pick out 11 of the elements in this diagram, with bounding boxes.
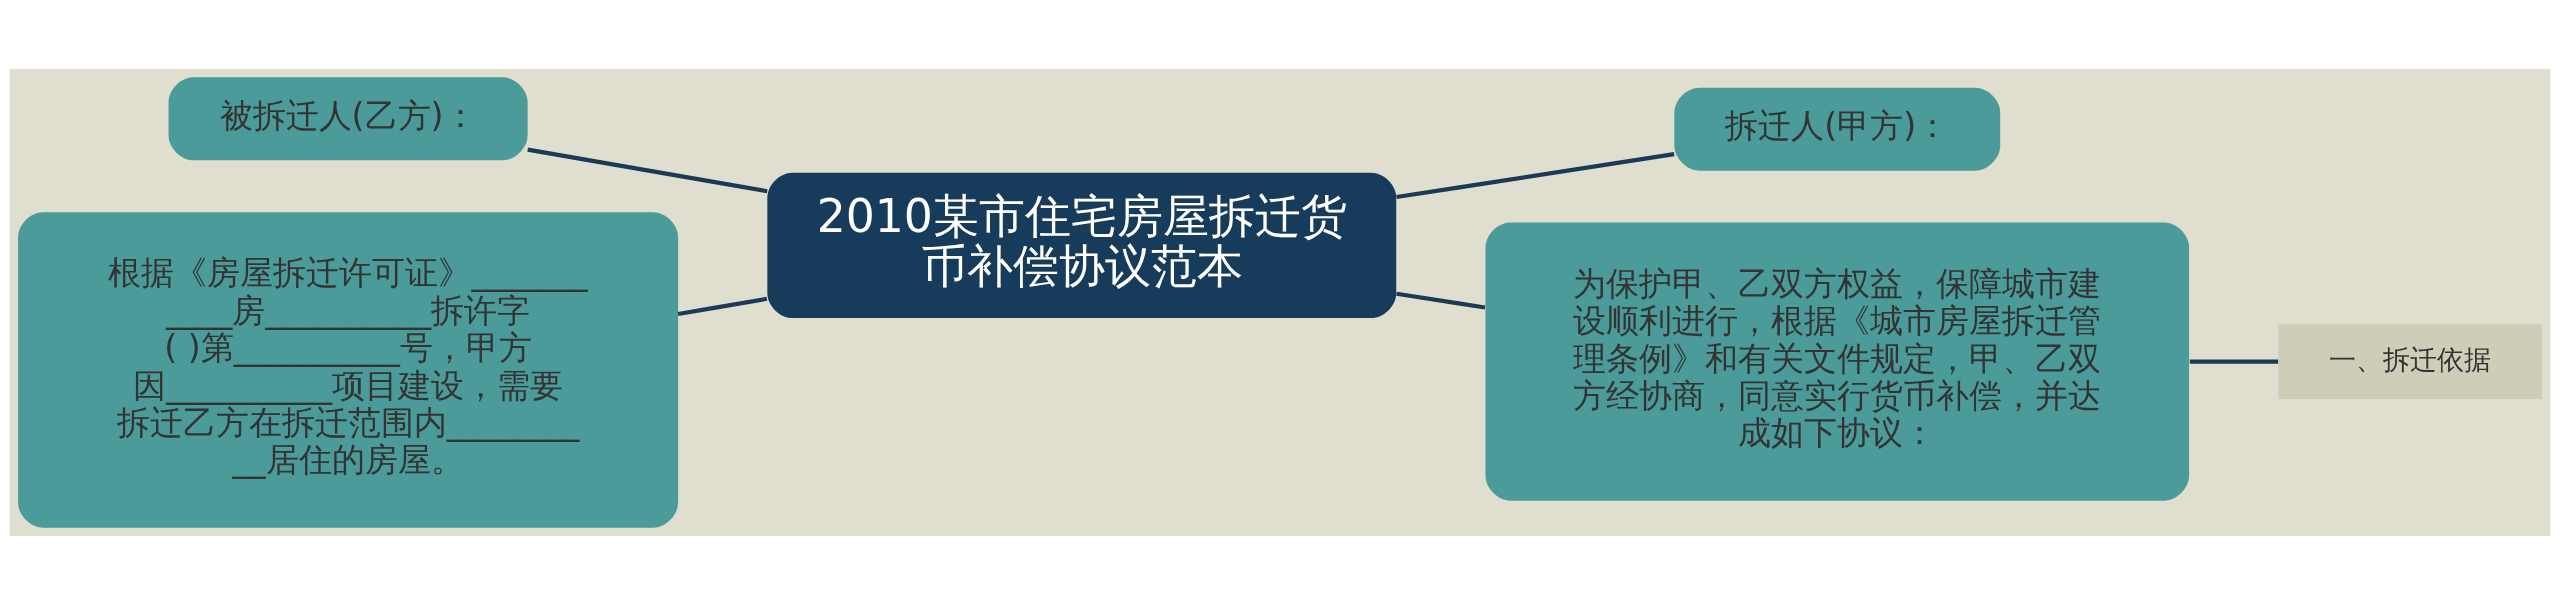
connector [677,296,768,316]
node-box: 为保护甲、乙双方权益，保障城市建设顺利进行，根据《城市房屋拆迁管理条例》和有关文件规定，甲、乙双方经协商，同意实行货币补偿，并达成如下协议： [1485,222,2190,501]
connector [1396,291,1486,310]
connector [1396,151,1675,199]
node-box: 拆迁人(甲方)： [1674,87,2001,171]
connector [527,147,768,193]
node-box: 根据《房屋拆迁许可证》___________房__________拆许字( )第__________号，甲方因__________项目建设，需要拆迁乙方在拆迁范围内__________居住的房屋。 [18,211,679,528]
node-box: 被拆迁人(乙方)： [168,76,528,160]
connector [2189,359,2279,364]
node-box: 一、拆迁依据 [2278,323,2542,399]
node-box: 2010某市住宅房屋拆迁货币补偿协议范本 [767,172,1397,318]
